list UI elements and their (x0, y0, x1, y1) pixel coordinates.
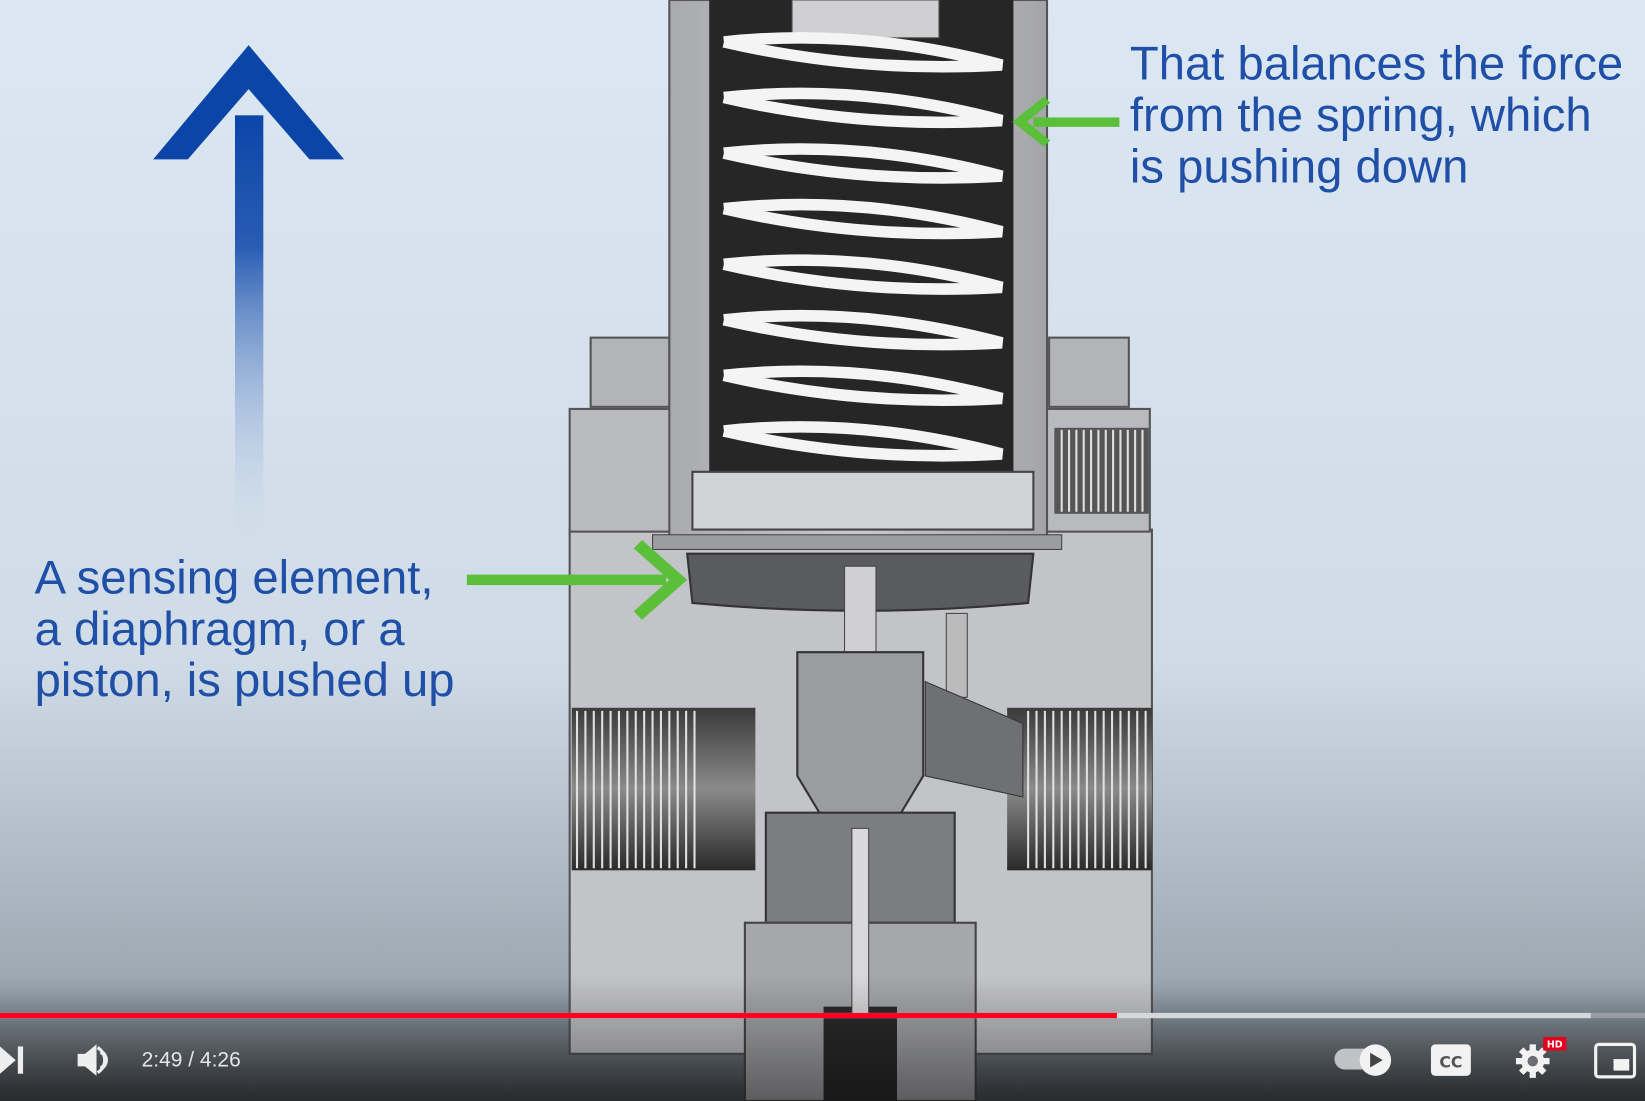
next-button[interactable] (0, 1046, 24, 1074)
spring-coil (722, 198, 1004, 240)
svg-text:HD: HD (1547, 1040, 1563, 1051)
played-bar (0, 1012, 1117, 1019)
up-arrow-icon (153, 45, 345, 556)
volume-icon (77, 1044, 97, 1076)
svg-text:CC: CC (1439, 1052, 1462, 1071)
autoplay-toggle[interactable] (1334, 1044, 1392, 1076)
next-icon (0, 1046, 16, 1074)
green-arrow-diaphragm-icon (466, 540, 688, 620)
spring-coil (722, 365, 1004, 406)
hd-badge (1543, 1037, 1567, 1051)
spring-coil (722, 143, 1004, 184)
spring-coil (722, 309, 1004, 351)
settings-icon (1515, 1044, 1550, 1078)
spring-coil (722, 254, 1004, 295)
caption-left: A sensing element, a diaphragm, or a pis… (35, 552, 455, 708)
controls-gradient (0, 975, 1645, 1101)
progress-bar[interactable] (0, 1012, 1645, 1019)
time-display: 2:49 / 4:26 (142, 1048, 241, 1071)
miniplayer-button[interactable] (1594, 1042, 1637, 1079)
settings-button[interactable]: HD (1515, 1037, 1567, 1078)
autoplay-play-icon (1370, 1052, 1383, 1068)
cc-icon (1430, 1044, 1471, 1076)
green-arrow-spring-icon (1012, 96, 1120, 147)
volume-button[interactable] (77, 1044, 108, 1076)
caption-right: That balances the force from the spring,… (1130, 38, 1636, 194)
spring-coil (722, 32, 1004, 73)
spring-coil (722, 87, 1004, 129)
spring-coil (722, 421, 1004, 462)
miniplayer-icon (1594, 1042, 1637, 1079)
cc-button[interactable]: CC (1430, 1044, 1471, 1076)
